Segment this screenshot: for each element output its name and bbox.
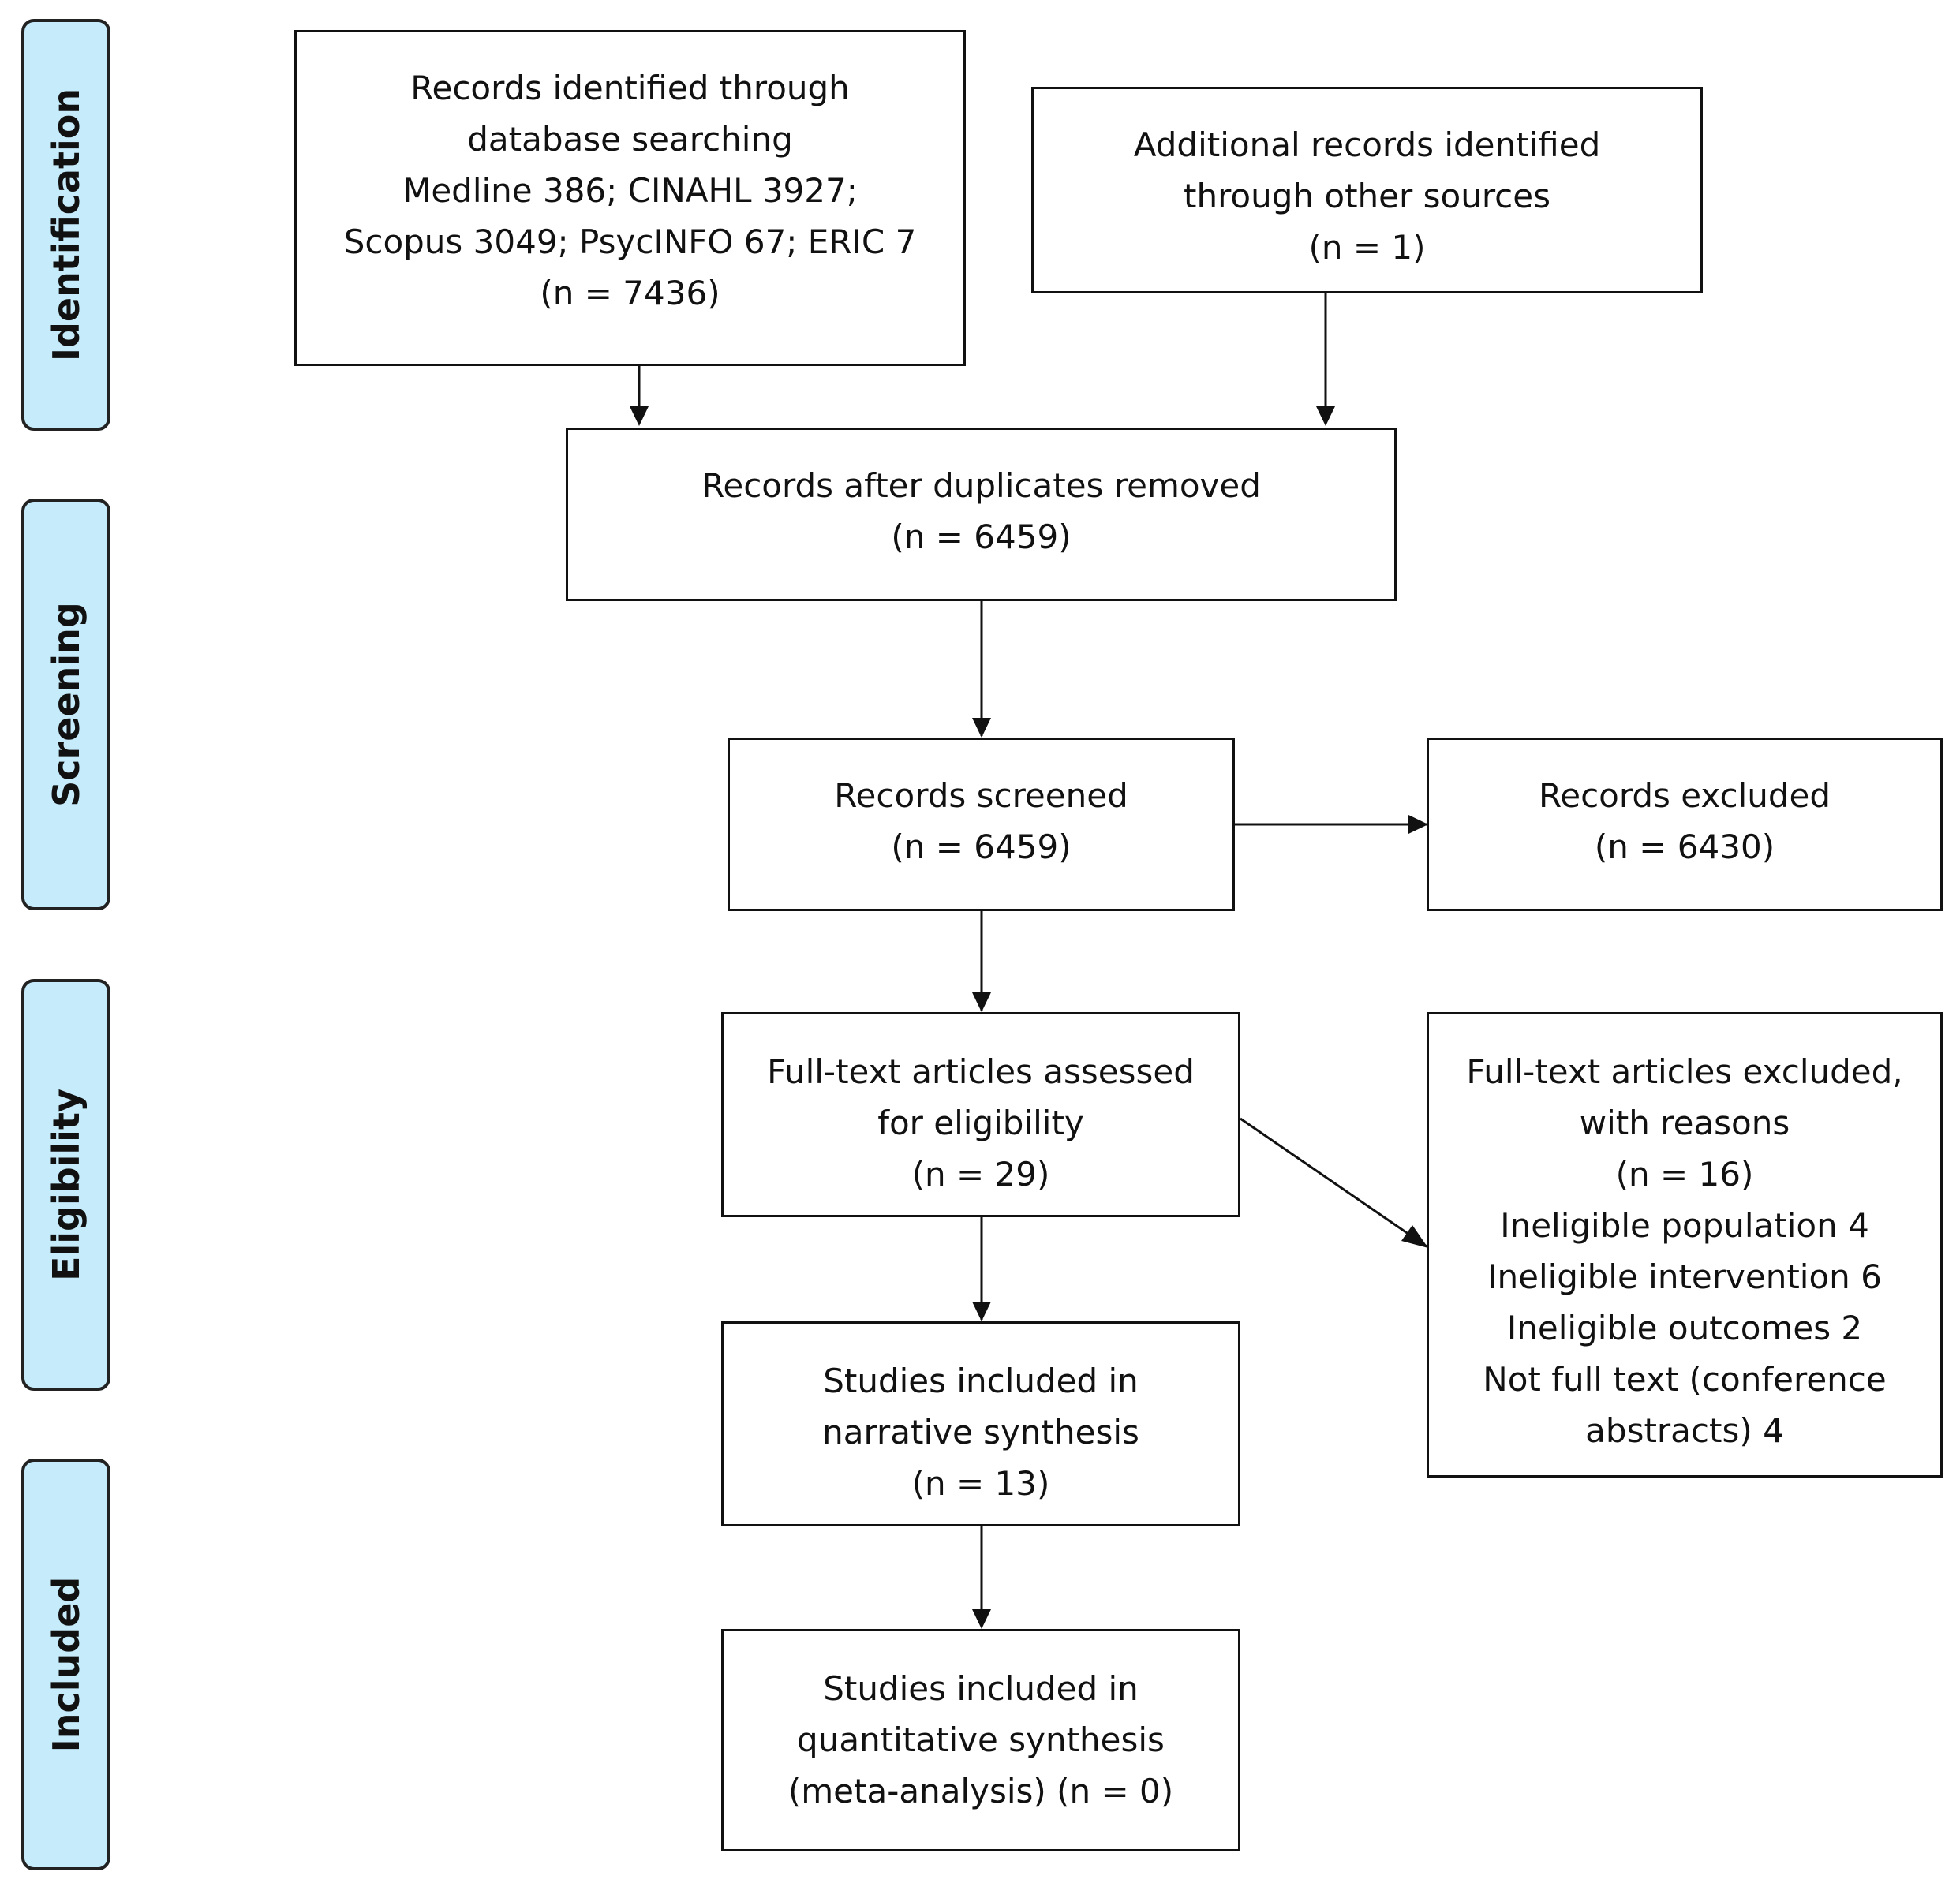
box-text: Additional records identified	[1133, 125, 1601, 164]
box-text: Studies included in	[823, 1362, 1139, 1400]
box-text: (n = 16)	[1615, 1155, 1754, 1194]
narrative-synthesis-box: Studies included in narrative synthesis …	[721, 1321, 1240, 1526]
stage-screening: Screening	[21, 499, 110, 910]
arrowhead-other	[1316, 406, 1335, 426]
box-text: (n = 6459)	[891, 828, 1072, 866]
box-text: (n = 6430)	[1594, 828, 1775, 866]
stage-label-included: Included	[44, 1576, 88, 1753]
stage-eligibility: Eligibility	[21, 979, 110, 1391]
box-text: narrative synthesis	[822, 1413, 1139, 1451]
stage-label-eligibility: Eligibility	[44, 1089, 88, 1281]
stage-identification: Identification	[21, 19, 110, 431]
arrowhead-screened	[972, 992, 991, 1012]
box-text: with reasons	[1579, 1104, 1790, 1142]
box-text: (n = 6459)	[891, 517, 1072, 556]
box-text: Scopus 3049; PsycINFO 67; ERIC 7	[343, 222, 917, 261]
stage-label-screening: Screening	[44, 602, 88, 807]
box-text: Not full text (conference	[1483, 1360, 1887, 1399]
after-duplicates-box: Records after duplicates removed (n = 64…	[566, 428, 1397, 601]
box-text: Medline 386; CINAHL 3927;	[402, 171, 858, 210]
box-text: through other sources	[1184, 177, 1550, 215]
fulltext-excluded-box: Full-text articles excluded, with reason…	[1427, 1012, 1943, 1478]
box-text: Records after duplicates removed	[701, 466, 1261, 505]
stage-label-identification: Identification	[44, 88, 88, 362]
box-text: Ineligible population 4	[1500, 1206, 1869, 1245]
records-excluded-box: Records excluded (n = 6430)	[1427, 738, 1943, 911]
stage-included: Included	[21, 1459, 110, 1870]
arrowhead-database	[630, 406, 649, 426]
box-text: Records identified through	[410, 69, 850, 107]
other-sources-box: Additional records identified through ot…	[1031, 87, 1703, 293]
box-text: (n = 29)	[911, 1155, 1050, 1194]
box-text: Studies included in	[823, 1669, 1139, 1708]
box-text: Ineligible intervention 6	[1487, 1257, 1882, 1296]
arrowhead-narrative	[972, 1302, 991, 1321]
box-text: (n = 1)	[1308, 228, 1426, 267]
box-text: database searching	[467, 120, 793, 159]
box-text: (n = 7436)	[540, 274, 720, 312]
arrow-fulltext-to-excluded	[1240, 1117, 1427, 1248]
database-records-box: Records identified through database sear…	[294, 30, 966, 366]
box-text: Records screened	[834, 776, 1128, 815]
box-text: Ineligible outcomes 2	[1506, 1309, 1863, 1347]
fulltext-assessed-box: Full-text articles assessed for eligibil…	[721, 1012, 1240, 1217]
arrowhead-fulltext-excluded	[1401, 1225, 1428, 1248]
arrowhead-excluded	[1408, 815, 1428, 834]
box-text: quantitative synthesis	[797, 1720, 1165, 1759]
box-text: Records excluded	[1538, 776, 1831, 815]
box-text: abstracts) 4	[1585, 1411, 1784, 1450]
box-text: for eligibility	[877, 1104, 1084, 1142]
arrowhead-quantitative	[972, 1609, 991, 1629]
box-text: (meta-analysis) (n = 0)	[787, 1772, 1174, 1810]
quantitative-synthesis-box: Studies included in quantitative synthes…	[721, 1629, 1240, 1851]
box-text: (n = 13)	[911, 1464, 1050, 1503]
records-screened-box: Records screened (n = 6459)	[728, 738, 1235, 911]
arrowhead-duplicates	[972, 718, 991, 738]
box-text: Full-text articles excluded,	[1466, 1052, 1903, 1091]
box-text: Full-text articles assessed	[767, 1052, 1195, 1091]
